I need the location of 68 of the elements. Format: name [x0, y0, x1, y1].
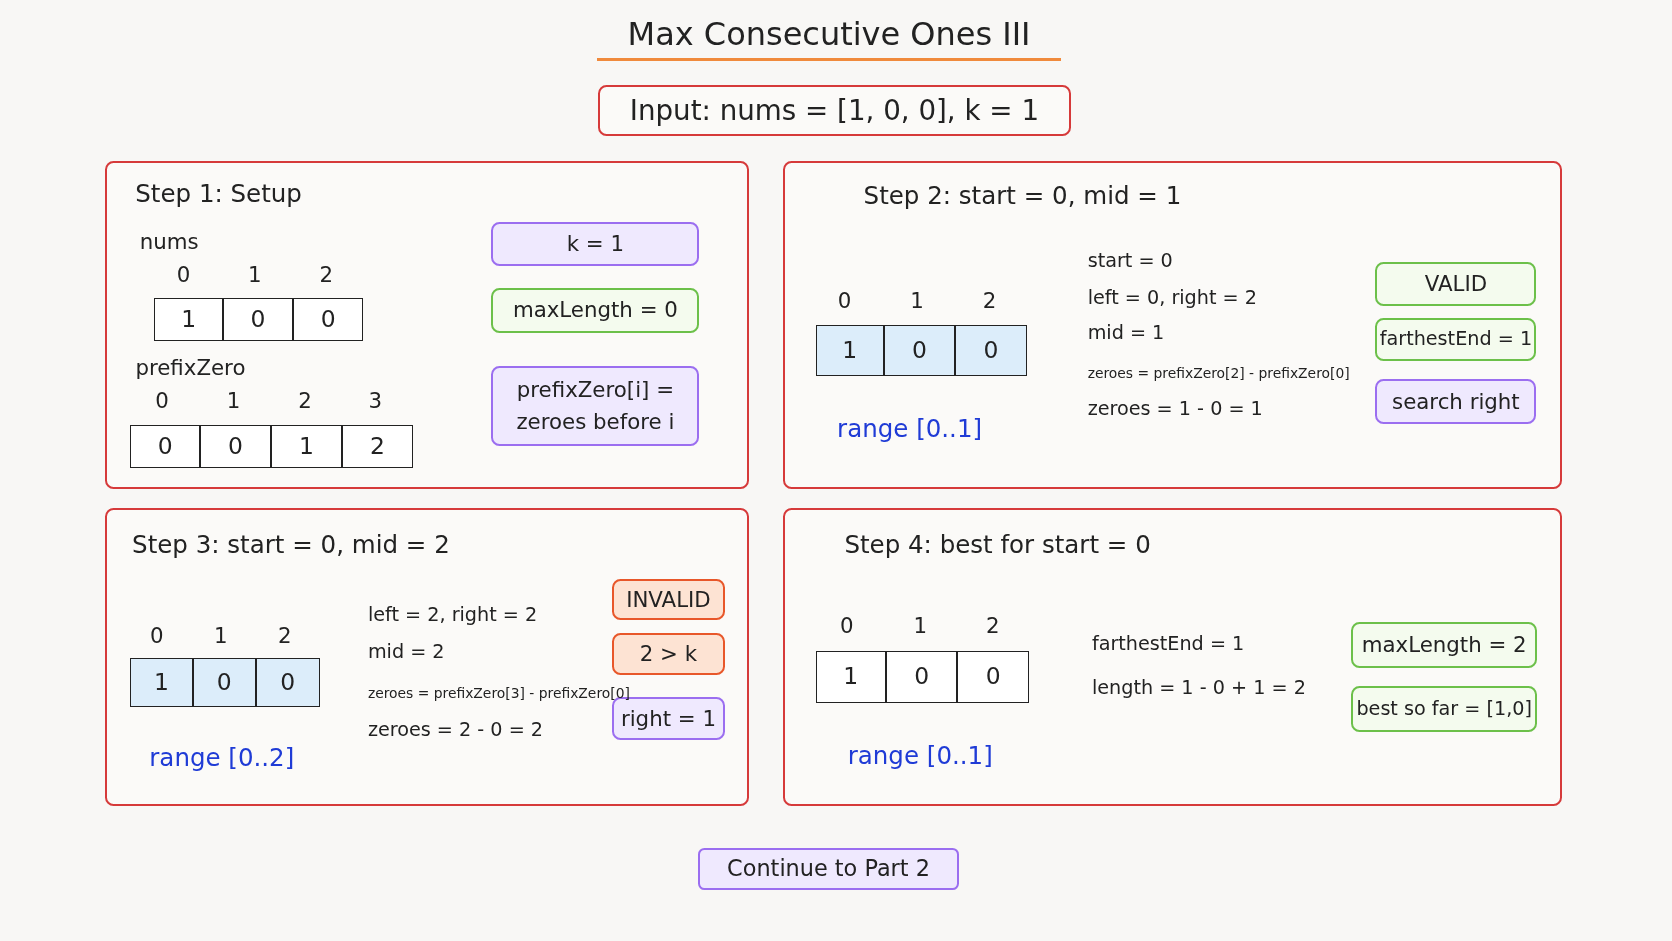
- array-cell: 2: [342, 425, 413, 468]
- array-name: prefixZero: [135, 357, 246, 379]
- code-line: start = 0: [1087, 250, 1173, 270]
- index-label: 2: [982, 290, 997, 312]
- panel-heading: Step 3: start = 0, mid = 2: [132, 533, 450, 558]
- status-badge: VALID: [1375, 262, 1537, 306]
- panel-heading: Step 4: best for start = 0: [844, 533, 1151, 558]
- array-cell: 0: [200, 425, 271, 468]
- array-cell: 0: [955, 325, 1027, 377]
- input-banner: Input: nums = [1, 0, 0], k = 1: [598, 85, 1071, 137]
- index-label: 0: [149, 624, 164, 647]
- index-label: 0: [839, 615, 854, 637]
- step-panel: [104, 507, 749, 807]
- array-cell: 0: [293, 298, 364, 342]
- panel-heading: Step 1: Setup: [135, 182, 302, 207]
- index-label: 2: [298, 390, 312, 412]
- index-label: 2: [319, 264, 334, 286]
- array-name: nums: [139, 231, 199, 253]
- array-cell: 0: [957, 651, 1029, 703]
- array-cell: 0: [255, 657, 320, 707]
- value-box: maxLength = 2: [1350, 621, 1538, 669]
- index-label: 1: [248, 264, 262, 286]
- code-line: mid = 1: [1087, 323, 1165, 343]
- code-line: farthestEnd = 1: [1091, 633, 1245, 653]
- value-box: best so far = [1,0]: [1350, 685, 1538, 733]
- step-panel: [104, 161, 749, 490]
- array-cell: 0: [129, 425, 201, 468]
- index-label: 3: [368, 390, 383, 412]
- action-box: search right: [1375, 379, 1537, 425]
- title: Max Consecutive Ones III: [597, 14, 1061, 61]
- array-cell: 1: [129, 657, 193, 707]
- index-label: 1: [910, 290, 924, 312]
- array-cell: 1: [815, 325, 884, 377]
- array-cell: 0: [883, 325, 956, 377]
- array-cell: 0: [192, 657, 256, 707]
- array-cell: 1: [154, 298, 223, 342]
- range-label: range [0..1]: [837, 417, 983, 442]
- index-label: 0: [155, 390, 169, 412]
- step-panel: [782, 161, 1563, 490]
- array-cell: 1: [270, 425, 343, 468]
- status-badge: INVALID: [611, 578, 725, 621]
- value-box: maxLength = 0: [491, 287, 700, 333]
- index-label: 2: [277, 624, 292, 647]
- range-label: range [0..2]: [149, 745, 295, 771]
- value-box: k = 1: [491, 221, 700, 267]
- code-line: left = 0, right = 2: [1087, 288, 1257, 308]
- range-label: range [0..1]: [847, 743, 993, 769]
- index-label: 2: [985, 615, 1000, 637]
- value-box: farthestEnd = 1: [1375, 317, 1537, 362]
- array-cell: 1: [815, 651, 886, 703]
- code-line: zeroes = prefixZero[2] - prefixZero[0]: [1087, 366, 1350, 381]
- code-line: mid = 2: [367, 642, 445, 662]
- index-label: 1: [213, 624, 228, 647]
- array-cell: 0: [222, 298, 294, 342]
- step-panel: [782, 507, 1563, 807]
- index-label: 1: [226, 390, 241, 412]
- continue-button: Continue to Part 2: [698, 847, 959, 891]
- index-label: 0: [176, 264, 191, 286]
- code-line: zeroes = 1 - 0 = 1: [1087, 398, 1263, 419]
- index-label: 1: [913, 615, 927, 637]
- code-line: length = 1 - 0 + 1 = 2: [1091, 678, 1306, 698]
- reason-box: 2 > k: [611, 633, 725, 675]
- panel-heading: Step 2: start = 0, mid = 1: [863, 184, 1182, 209]
- code-line: zeroes = 2 - 0 = 2: [367, 719, 544, 740]
- array-cell: 0: [885, 651, 958, 703]
- index-label: 0: [837, 290, 852, 312]
- note-box: prefixZero[i] = zeroes before i: [491, 365, 700, 446]
- code-line: left = 2, right = 2: [367, 604, 538, 624]
